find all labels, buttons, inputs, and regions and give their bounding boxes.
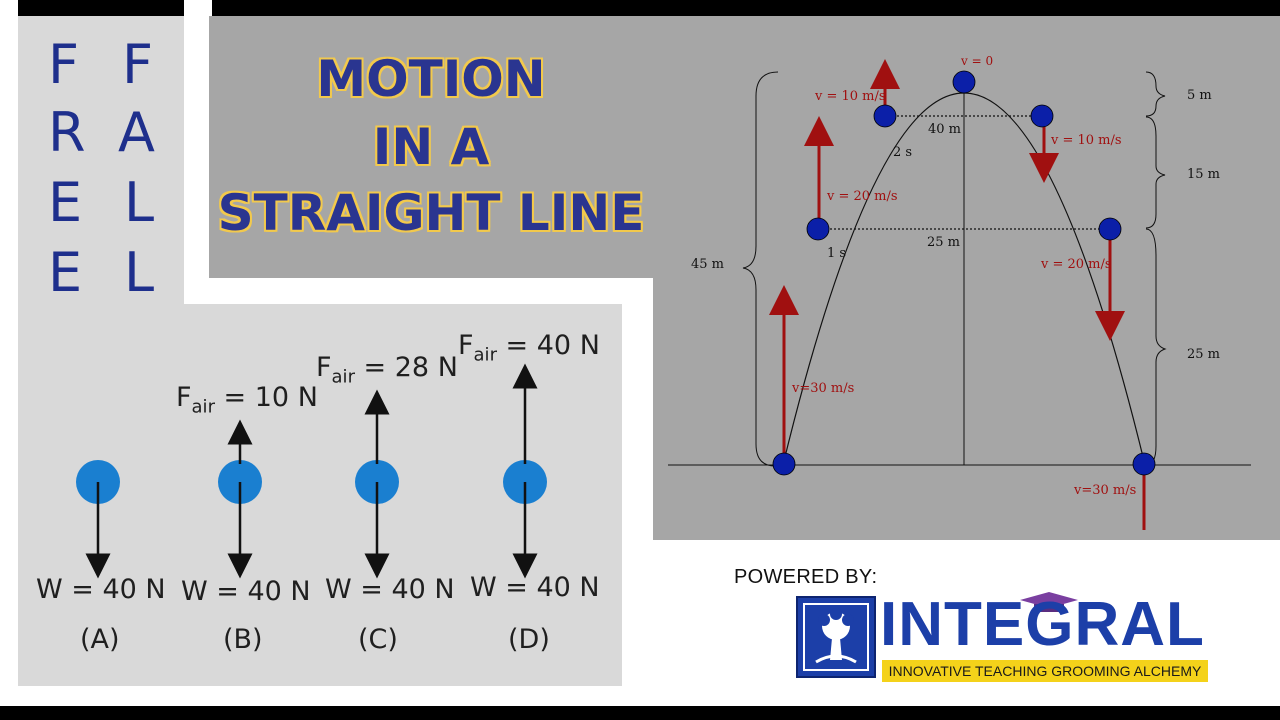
free-fall-panel: F R E E F A L L [18,16,184,304]
free-letter-1: F [48,33,80,96]
projectile-diagram: v = 0 v = 10 m/s v = 10 m/s v = 20 m/s v… [668,54,1251,530]
ball-2s-left [873,104,897,128]
diagram-label-c: (C) [358,624,398,655]
fall-letter-1: F [122,33,154,96]
label-v30-up: v=30 m/s [791,381,854,396]
brace-25m [1145,228,1167,466]
air-force-d-prefix: F [458,330,474,361]
bottom-border [0,706,1280,720]
diagram-label-a: (A) [80,624,120,655]
powered-by-text: POWERED BY: [734,566,878,588]
label-height-45m: 45 m [691,257,724,272]
title-line-1: MOTION [316,50,546,108]
free-letter-4: E [48,241,83,304]
air-force-b-sub: air [191,396,215,418]
label-height-15m: 15 m [1187,167,1220,182]
label-v20-up: v = 20 m/s [826,189,898,204]
graduation-cap-icon [1020,592,1078,612]
brace-5m [1145,71,1166,117]
title-panel: MOTION IN A STRAIGHT LINE [209,16,653,278]
ball-1s-right [1098,217,1122,241]
label-v30-down: v=30 m/s [1073,483,1136,498]
ball-2s-right [1030,104,1054,128]
free-letter-3: E [48,171,83,234]
label-time-1s: 1 s [827,246,846,261]
label-v10-up: v = 10 m/s [814,89,886,104]
diagram-label-d: (D) [508,624,550,655]
fall-letter-3: L [124,171,155,234]
air-force-c-value: = 28 N [354,352,458,383]
brace-15m [1145,116,1166,229]
label-distance-40m: 40 m [928,122,961,137]
air-force-d-value: = 40 N [496,330,600,361]
label-distance-25m: 25 m [927,235,960,250]
air-force-d-sub: air [473,344,497,366]
air-force-b-value: = 10 N [214,382,318,413]
weight-label-d: W = 40 N [470,572,600,603]
ball-top [952,70,976,94]
integral-brand-name: INTEGRAL [880,590,1205,659]
label-v10-down: v = 10 m/s [1050,133,1122,148]
force-diagram-panel: W = 40 N W = 40 N W = 40 N W = 40 N (A) … [18,304,622,686]
ball-1s-left [806,217,830,241]
air-force-label-d: Fair = 40 N [458,330,600,365]
projectile-diagram-panel: v = 0 v = 10 m/s v = 10 m/s v = 20 m/s v… [653,16,1280,540]
integral-logo-icon [796,596,876,678]
weight-label-b: W = 40 N [181,576,311,607]
label-v20-down: v = 20 m/s [1040,257,1112,272]
air-force-c-prefix: F [316,352,332,383]
integral-tagline: INNOVATIVE TEACHING GROOMING ALCHEMY [882,660,1208,682]
diagram-label-b: (B) [223,624,263,655]
label-v0: v = 0 [960,54,993,68]
air-force-c-sub: air [331,366,355,388]
free-letter-2: R [48,101,86,164]
title-line-2: IN A [372,118,490,176]
ball-ground-left [772,452,796,476]
force-diagrams [76,363,547,579]
top-border-right [212,0,1280,16]
title-line-3: STRAIGHT LINE [217,184,645,242]
fall-letter-2: A [118,101,155,164]
top-border-left [18,0,184,16]
fall-letter-4: L [124,241,155,304]
brace-45m [742,71,779,467]
air-force-b-prefix: F [176,382,192,413]
label-height-25m: 25 m [1187,347,1220,362]
label-height-5m: 5 m [1187,88,1212,103]
weight-label-c: W = 40 N [325,574,455,605]
air-force-label-b: Fair = 10 N [176,382,318,417]
air-force-label-c: Fair = 28 N [316,352,458,387]
ball-ground-right [1132,452,1156,476]
label-time-2s: 2 s [893,145,912,160]
weight-label-a: W = 40 N [36,574,166,605]
